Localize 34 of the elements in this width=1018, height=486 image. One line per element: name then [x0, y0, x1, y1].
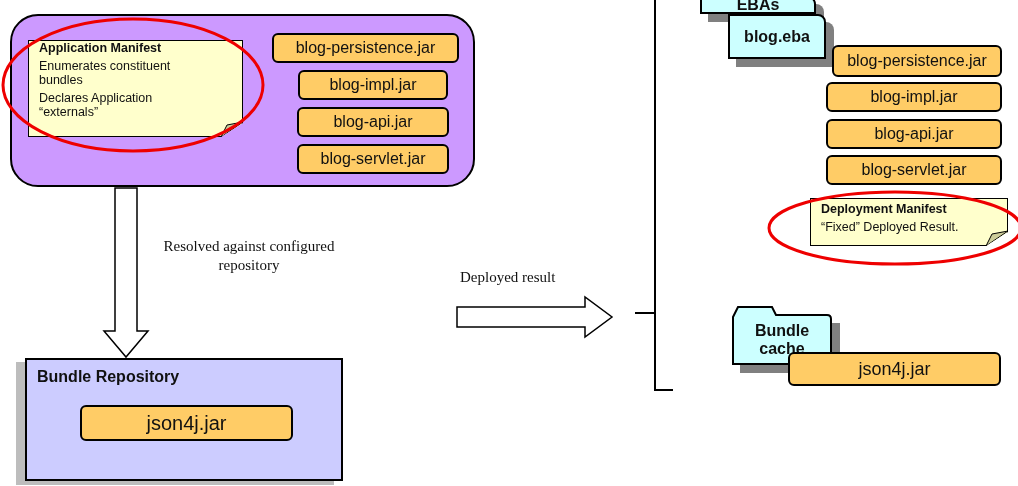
bundle-label: blog-api.jar: [333, 113, 413, 131]
note-card: [810, 198, 1008, 246]
bundle-box: [297, 144, 449, 174]
bundle-label: blog-impl.jar: [329, 76, 417, 94]
bundle-label: blog-impl.jar: [870, 88, 958, 106]
repository-title: Bundle Repository: [37, 368, 181, 386]
arrow-label: Deployed result: [460, 269, 556, 286]
bundle-box: [298, 70, 448, 100]
bundle-label: blog-persistence.jar: [295, 39, 436, 57]
archive-label: EBAs: [736, 0, 780, 14]
edge-label: Resolved against configured repository: [162, 237, 336, 275]
note-title: Deployment Manifest: [821, 202, 948, 216]
note-text: Enumerates constituent bundles: [39, 59, 172, 87]
bundle-box: [297, 107, 449, 137]
bundle-box: [832, 45, 1002, 77]
bundle-label: blog-persistence.jar: [847, 52, 987, 70]
note-text: Declares Application “externals”: [39, 91, 154, 119]
bundle-box: [788, 352, 1001, 386]
bundle-label: blog-servlet.jar: [861, 161, 967, 179]
bundle-box: [826, 155, 1002, 185]
bundle-label: blog-api.jar: [874, 125, 954, 143]
bundle-label: json4j.jar: [858, 358, 931, 380]
bundle-label: json4j.jar: [146, 411, 227, 435]
container-box: [10, 14, 475, 187]
note-title: Application Manifest: [39, 41, 163, 55]
bundle-box: [826, 119, 1002, 149]
arrow: [102, 187, 150, 359]
bundle-label: blog-servlet.jar: [320, 150, 426, 168]
archive-label: blog.eba: [744, 27, 810, 46]
note-text: “Fixed” Deployed Result.: [821, 220, 960, 234]
bundle-box: [272, 33, 459, 63]
bundle-box: [826, 82, 1002, 112]
note-card: [28, 40, 243, 137]
bundle-box: [80, 405, 293, 441]
